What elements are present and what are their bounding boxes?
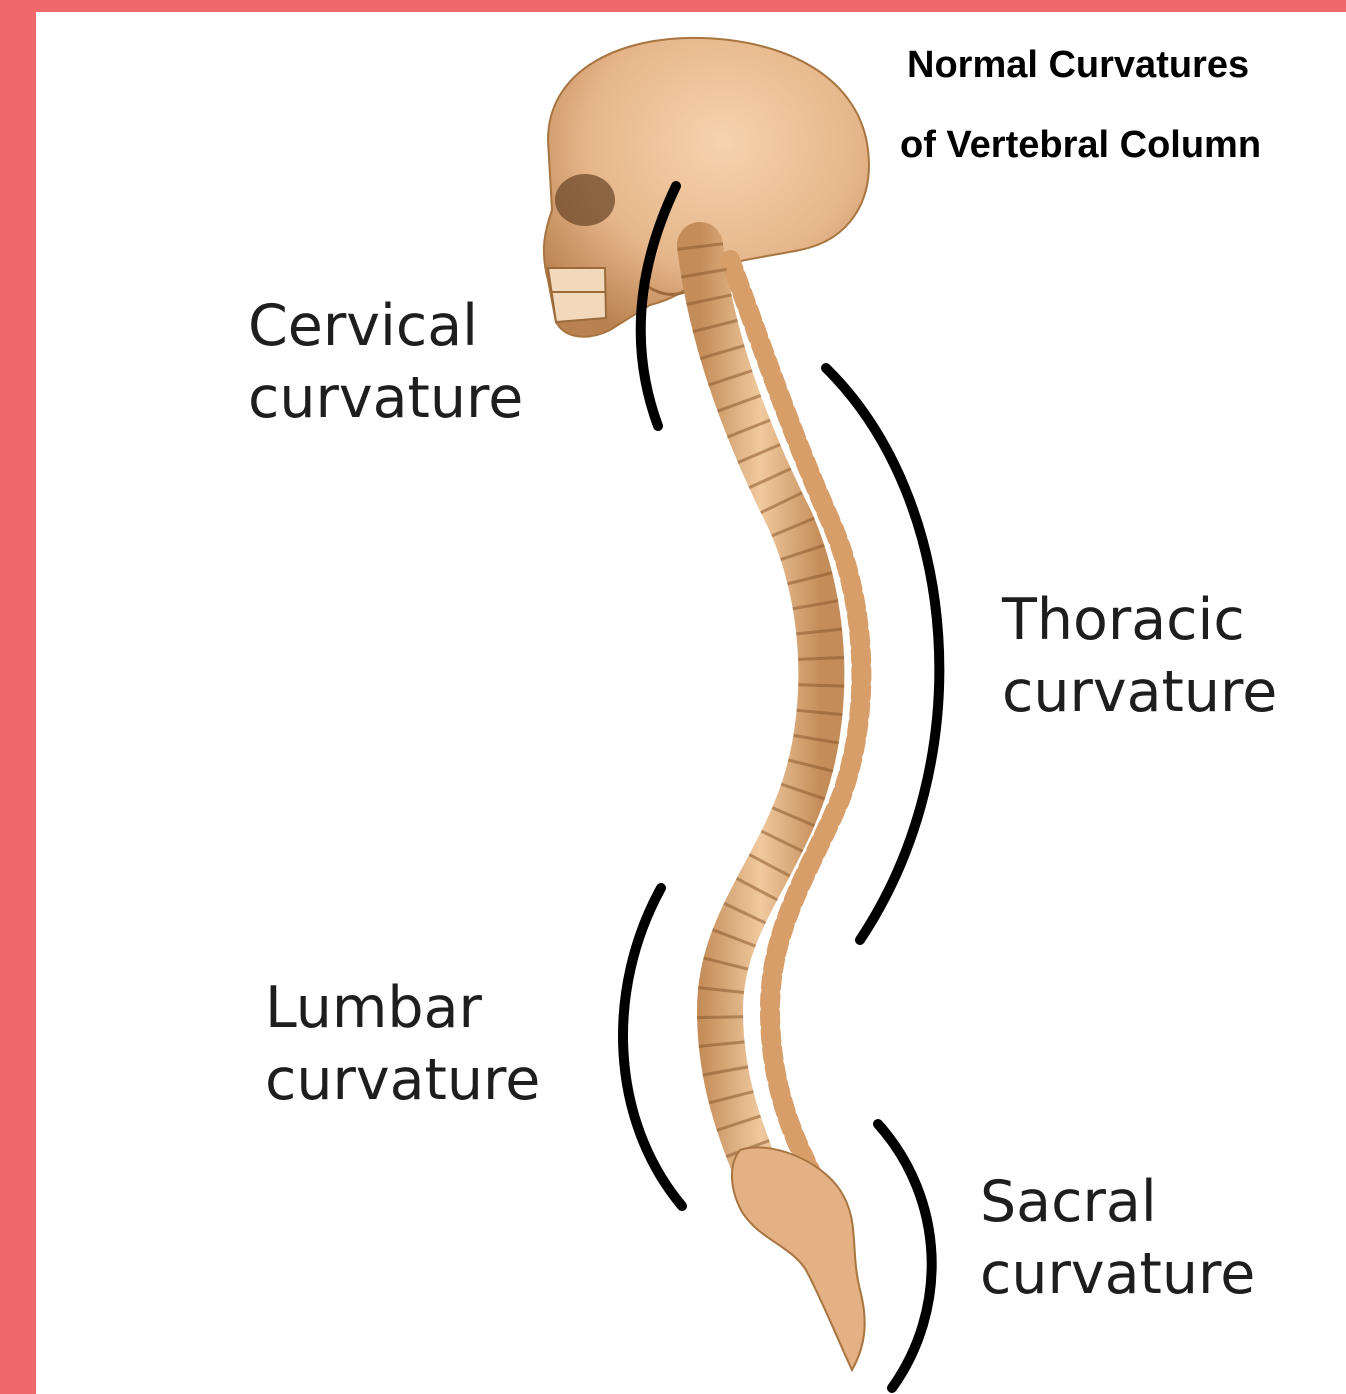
cervical-label-line-2: curvature [248, 362, 523, 434]
diagram-title-line-2: of Vertebral Column [900, 124, 1261, 167]
sacral-label-line-1: Sacral [980, 1166, 1255, 1238]
sacral-label-line-2: curvature [980, 1238, 1255, 1310]
cervical-curvature-label: Cervical curvature [248, 290, 523, 434]
sacral-curvature-label: Sacral curvature [980, 1166, 1255, 1310]
thoracic-label-line-1: Thoracic [1002, 584, 1277, 656]
thoracic-label-line-2: curvature [1002, 656, 1277, 728]
thoracic-curvature-label: Thoracic curvature [1002, 584, 1277, 728]
diagram-title-line-1: Normal Curvatures [907, 44, 1249, 87]
cervical-label-line-1: Cervical [248, 290, 523, 362]
lumbar-bracket [623, 888, 682, 1206]
lumbar-label-line-2: curvature [265, 1044, 540, 1116]
sacral-bracket [878, 1124, 932, 1388]
lumbar-label-line-1: Lumbar [265, 972, 540, 1044]
lumbar-curvature-label: Lumbar curvature [265, 972, 540, 1116]
sacrum-coccyx-icon [732, 1147, 865, 1370]
